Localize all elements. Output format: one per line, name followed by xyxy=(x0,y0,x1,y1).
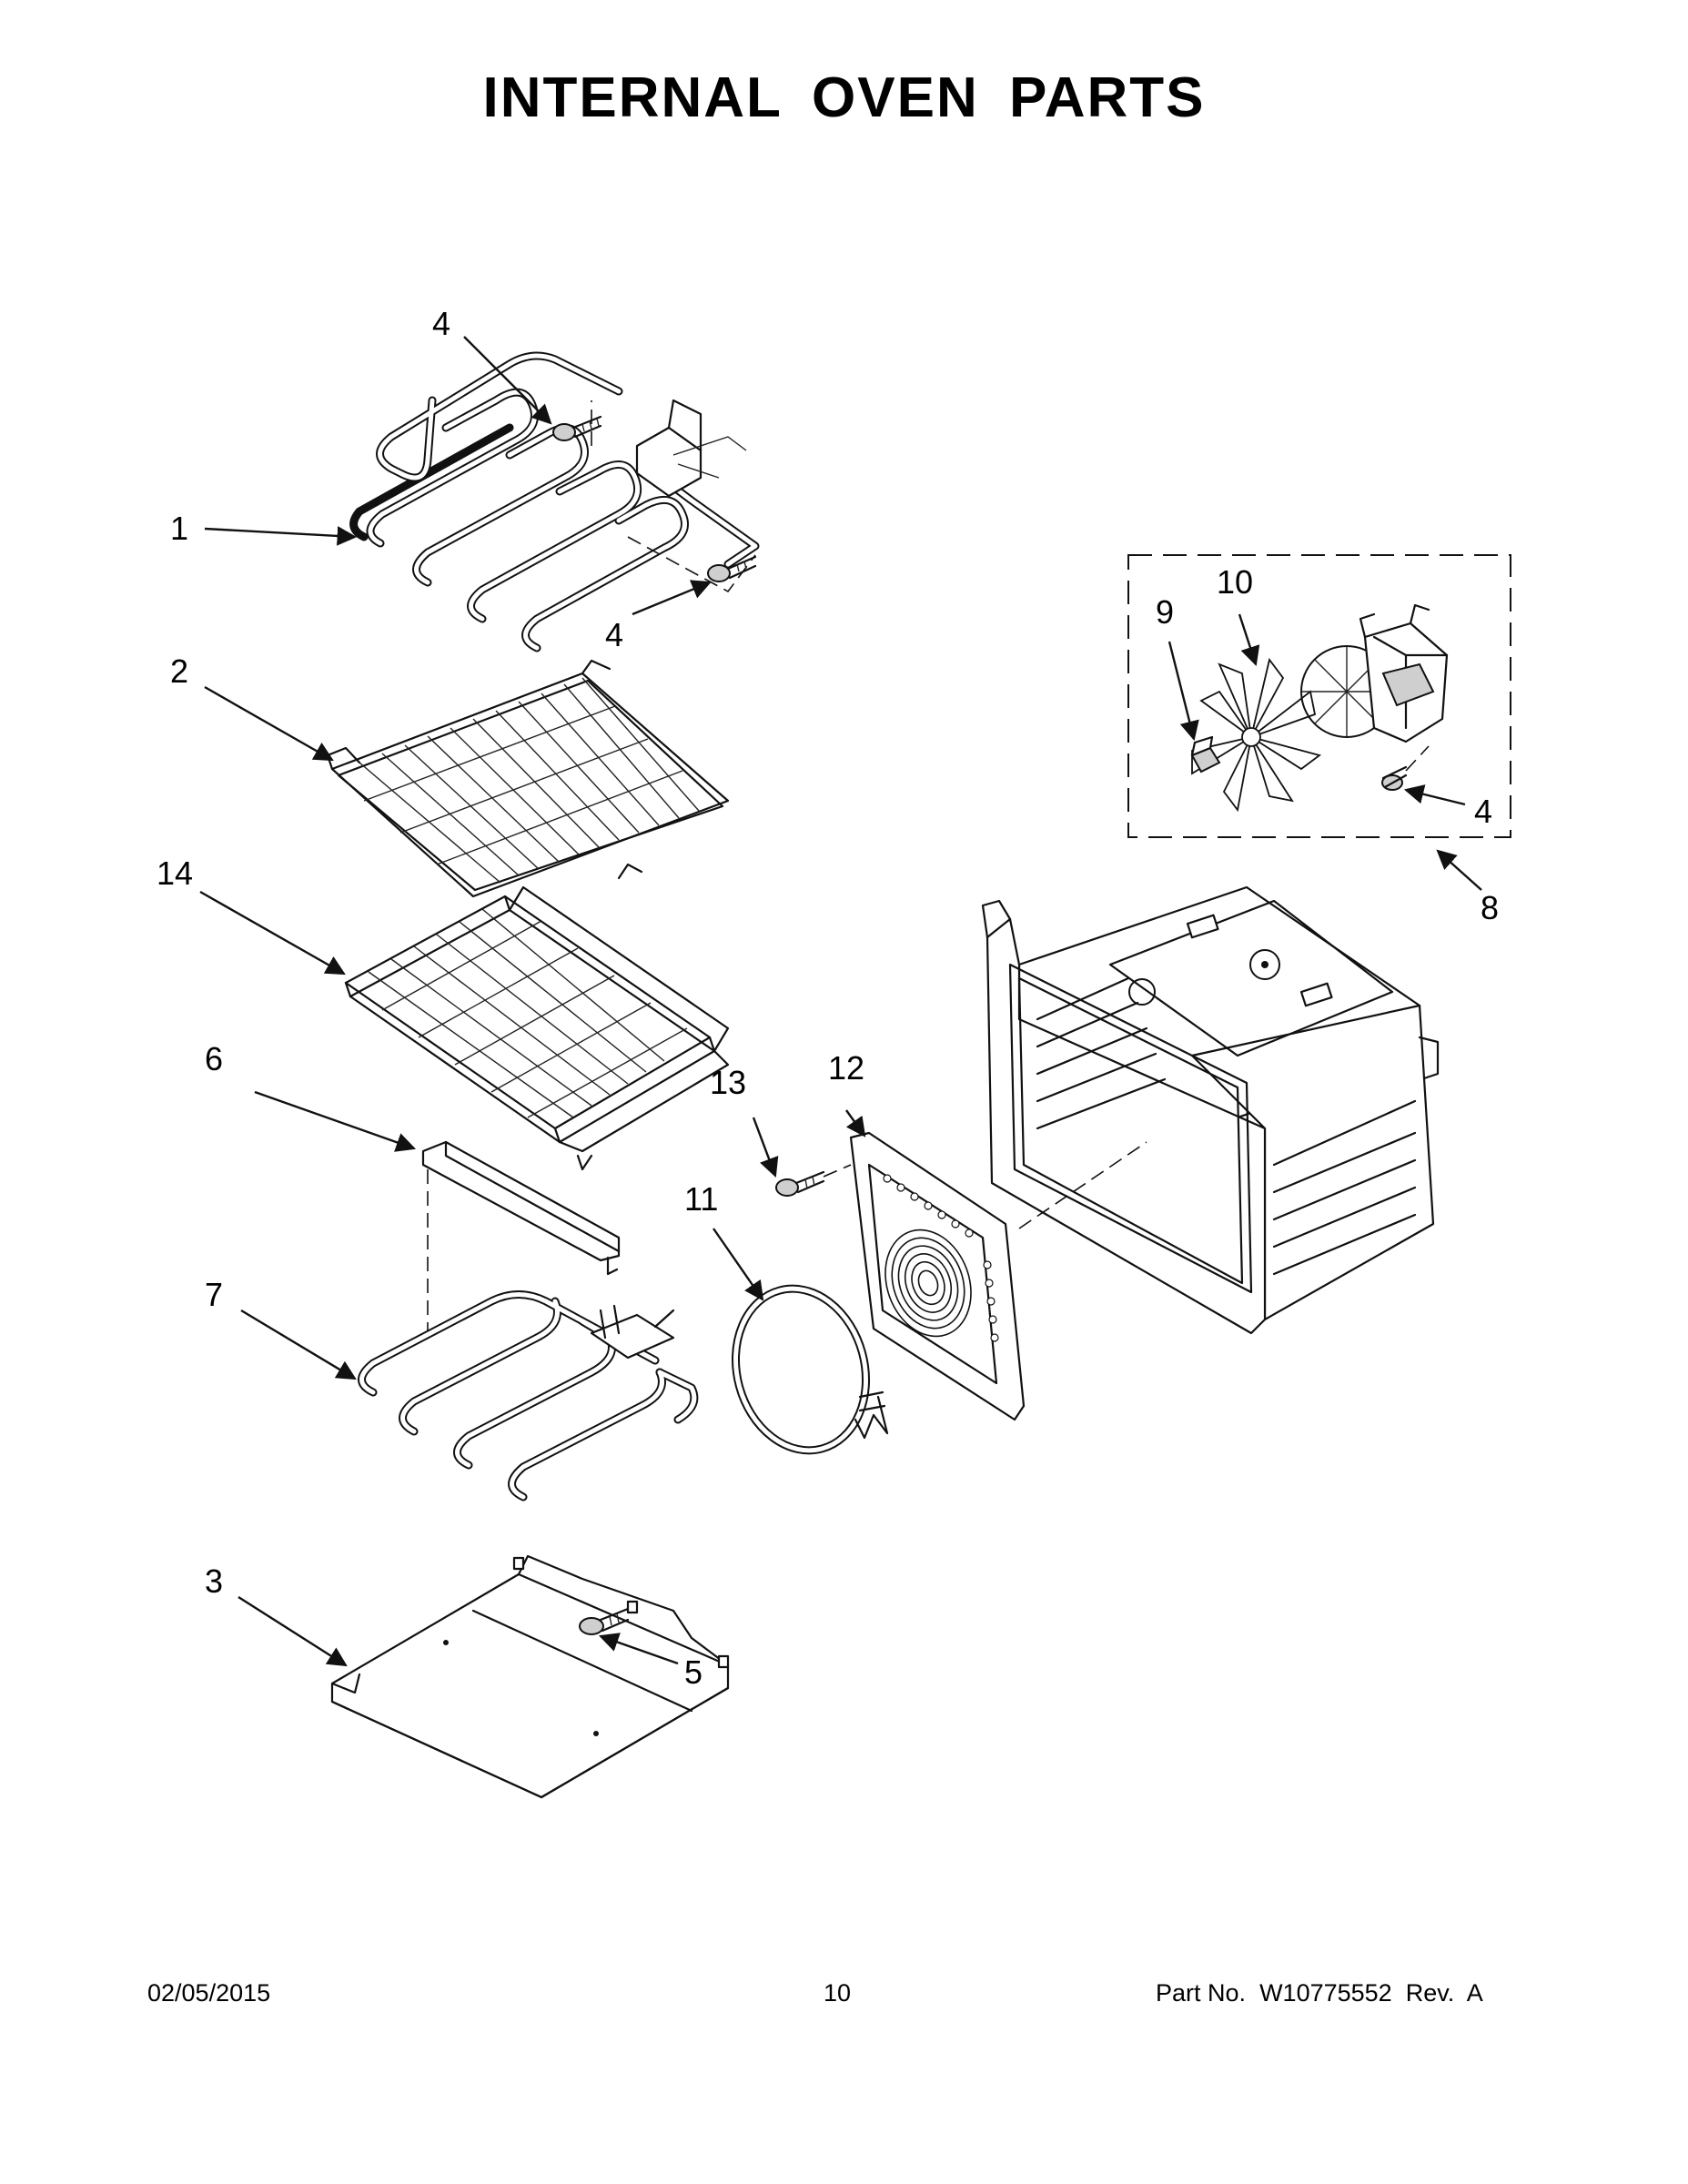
callout-10: 10 xyxy=(1217,563,1254,601)
fan-motor-assembly xyxy=(1127,554,1511,838)
footer-part-label: Part No. xyxy=(1156,1979,1247,2007)
screw-fan-motor xyxy=(1381,745,1430,791)
callout-3: 3 xyxy=(205,1562,224,1600)
fan-nut xyxy=(1190,735,1221,774)
page-title: INTERNAL OVEN PARTS xyxy=(482,66,1206,129)
convection-fan-cover xyxy=(849,1131,1026,1421)
screw-lower-broil xyxy=(707,555,757,582)
convection-element xyxy=(731,1284,889,1455)
callout-5: 5 xyxy=(684,1653,703,1691)
footer-date: 02/05/2015 xyxy=(147,1979,271,2007)
callout-4-broil: 4 xyxy=(605,616,624,653)
fan-blade xyxy=(1191,657,1322,813)
oven-cavity xyxy=(981,885,1440,1335)
bake-element-cover xyxy=(421,1140,621,1338)
screw-fan-cover xyxy=(775,1164,852,1197)
callout-11: 11 xyxy=(684,1180,719,1218)
leader-lines xyxy=(199,336,1482,1667)
callout-12: 12 xyxy=(828,1049,865,1087)
screw-bottom-panel xyxy=(579,1607,630,1635)
oven-rack xyxy=(326,659,730,898)
bake-element xyxy=(358,1290,699,1502)
footer-rev-label: Rev. xyxy=(1405,1979,1455,2007)
footer-rev-value: A xyxy=(1466,1979,1483,2007)
callout-1: 1 xyxy=(170,510,189,547)
fan-motor xyxy=(1300,603,1449,743)
broil-element xyxy=(349,351,760,652)
screw-top-broil xyxy=(552,415,602,441)
callout-8: 8 xyxy=(1481,889,1500,926)
callout-14: 14 xyxy=(157,854,194,892)
footer-page-number: 10 xyxy=(824,1979,852,2007)
callout-9: 9 xyxy=(1156,593,1175,631)
glide-rack xyxy=(344,885,730,1171)
callout-4-motor: 4 xyxy=(1474,793,1493,830)
callout-2: 2 xyxy=(170,652,189,690)
callout-7: 7 xyxy=(205,1276,224,1313)
callout-13: 13 xyxy=(710,1064,747,1101)
footer-part-info: Part No. W10775552 Rev. A xyxy=(1156,1981,1483,2006)
oven-bottom-panel xyxy=(330,1554,730,1799)
callout-4-top: 4 xyxy=(432,305,451,342)
callout-6: 6 xyxy=(205,1040,224,1077)
footer-part-number: W10775552 xyxy=(1259,1979,1392,2007)
